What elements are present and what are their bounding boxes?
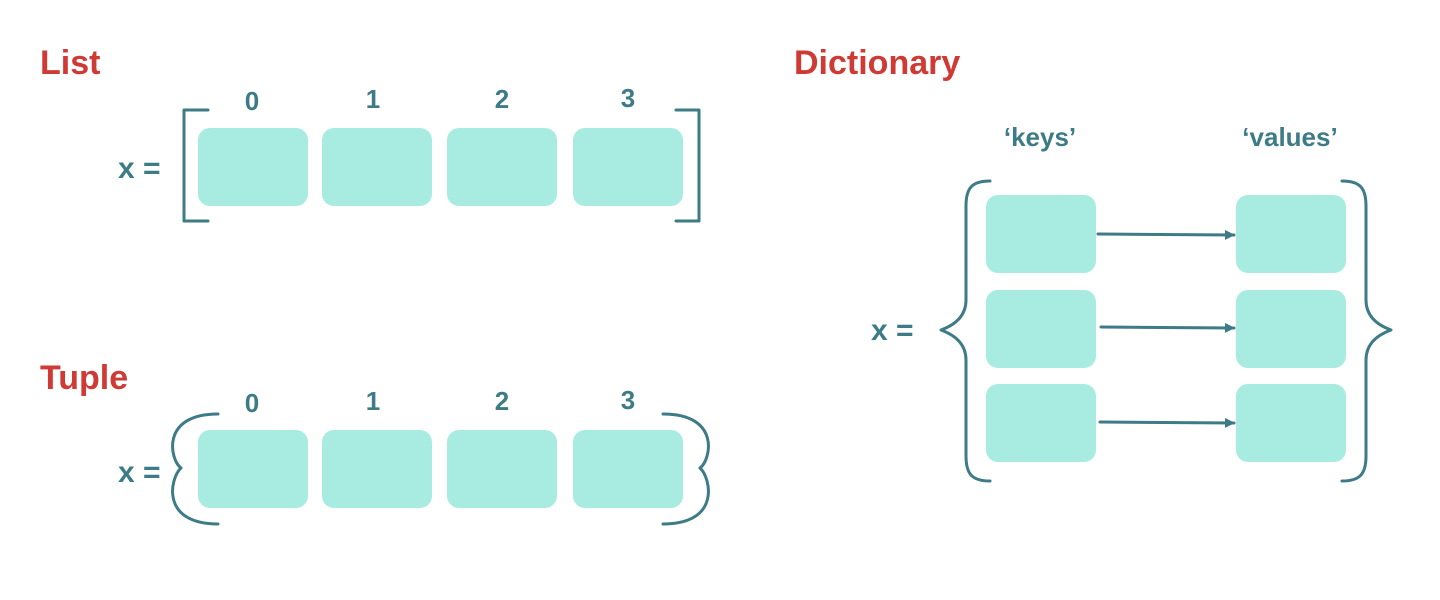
list-right-bracket [674,108,701,223]
tuple-element [447,430,557,508]
values-header: ‘values’ [1242,122,1338,152]
dict-arrow [1099,322,1236,333]
tuple-expression: x = [118,456,161,489]
dict-key-cell [986,384,1096,462]
tuple-index-3: 3 [620,385,636,415]
list-index-3: 3 [620,83,636,113]
dict-value-cell [1236,384,1346,462]
dict-right-brace [1340,179,1393,483]
list-expression: x = [118,152,161,185]
dict-value-cell [1236,290,1346,368]
dict-key-cell [986,290,1096,368]
dict-arrow [1096,229,1236,240]
tuple-index-2: 2 [494,386,510,416]
list-index-1: 1 [365,84,381,114]
tuple-right-paren [661,412,710,526]
list-left-bracket [182,108,210,223]
list-title: List [40,44,101,82]
tuple-element [573,430,683,508]
tuple-index-1: 1 [365,386,381,416]
list-element [198,128,308,206]
tuple-element [322,430,432,508]
tuple-title: Tuple [40,359,129,397]
list-index-0: 0 [244,86,260,116]
tuple-index-0: 0 [244,388,260,418]
dictionary-expression: x = [871,314,914,347]
dict-arrow [1098,417,1236,428]
list-element [573,128,683,206]
dict-value-cell [1236,195,1346,273]
list-index-2: 2 [494,84,510,114]
dictionary-title: Dictionary [794,44,961,82]
list-element [447,128,557,206]
dict-left-brace [939,179,992,483]
tuple-element [198,430,308,508]
keys-header: ‘keys’ [1003,122,1077,152]
tuple-left-paren [171,412,220,526]
list-element [322,128,432,206]
dict-key-cell [986,195,1096,273]
